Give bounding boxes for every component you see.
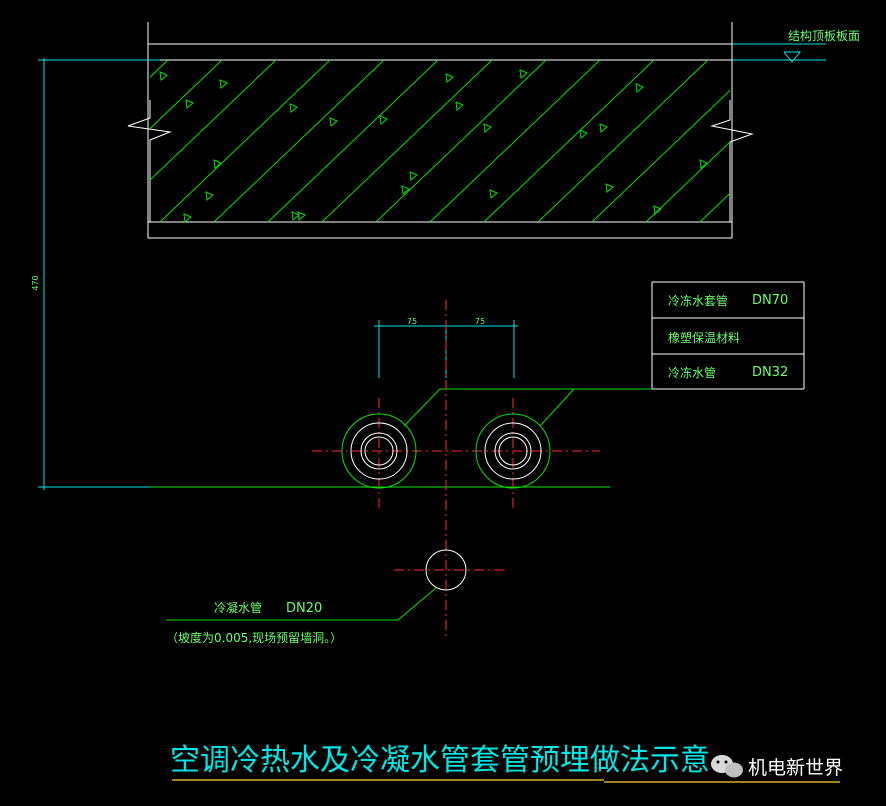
aggregate-mark <box>519 69 528 79</box>
hatch-line <box>429 60 601 222</box>
aggregate-mark <box>379 115 388 125</box>
drawing-title: 空调冷热水及冷凝水管套管预埋做法示意 <box>170 743 710 778</box>
hatch-line <box>267 60 439 222</box>
aggregate-mark <box>183 213 192 222</box>
aggregate-mark <box>159 71 168 81</box>
height-dimension-label: 470 <box>31 275 40 290</box>
aggregate-mark <box>289 103 298 113</box>
hatch-line <box>150 60 169 78</box>
aggregate-mark <box>653 205 662 215</box>
aggregate-mark <box>205 191 214 201</box>
aggregate-mark <box>329 117 338 127</box>
hatch-line <box>150 60 223 130</box>
aggregate-mark <box>297 211 306 221</box>
right-spacing-label: 75 <box>475 317 485 326</box>
drawing-title-block: 空调冷热水及冷凝水管套管预埋做法示意 <box>170 743 840 783</box>
aggregate-mark <box>445 73 454 83</box>
condensate-size: DN20 <box>286 601 322 616</box>
aggregate-mark <box>605 183 614 193</box>
hatch-line <box>321 60 493 222</box>
right-chilled-pipe <box>475 413 551 489</box>
aggregate-mark <box>185 99 194 109</box>
sleeve-size: DN70 <box>752 293 788 308</box>
aggregate-mark <box>219 79 228 89</box>
slab-hatch <box>0 60 730 222</box>
aggregate-mark <box>213 159 222 169</box>
pipe-leader-lines <box>403 388 652 427</box>
condensate-pipe: 冷凝水管 DN20 （坡度为0.005,现场预留墙洞。） <box>166 549 467 645</box>
aggregate-mark <box>409 171 418 181</box>
aggregate-mark <box>483 123 492 133</box>
hatch-line <box>483 60 655 222</box>
hatch-line <box>537 60 709 222</box>
aggregate-mark <box>579 129 588 139</box>
insulation-label: 橡塑保温材料 <box>668 330 740 345</box>
slab-top-label: 结构顶板板面 <box>788 28 860 43</box>
watermark-text: 机电新世界 <box>748 757 843 779</box>
pipe-centerlines <box>312 300 600 640</box>
hatch-line <box>0 60 60 222</box>
watermark: 机电新世界 <box>711 755 843 779</box>
left-spacing-label: 75 <box>407 317 417 326</box>
pipe-label-table: 冷冻水套管 DN70 橡塑保温材料 冷冻水管 DN32 <box>651 281 805 390</box>
chilled-pipe-size: DN32 <box>752 365 788 380</box>
hatch-line <box>645 141 730 222</box>
slab-aggregate <box>159 69 708 222</box>
hatch-line <box>699 192 730 222</box>
aggregate-mark <box>489 189 498 199</box>
hatch-line <box>213 60 385 222</box>
hatch-line <box>159 60 331 222</box>
concrete-slab <box>0 22 754 239</box>
slab-top-marker: 结构顶板板面 <box>732 28 860 63</box>
aggregate-mark <box>699 159 708 169</box>
hatch-line <box>150 60 277 181</box>
left-chilled-pipe <box>341 413 417 489</box>
sleeve-name: 冷冻水套管 <box>668 293 728 308</box>
hatch-line <box>591 89 730 222</box>
hatch-line <box>375 60 547 222</box>
height-dimension: 470 <box>31 58 160 490</box>
aggregate-mark <box>401 185 410 195</box>
aggregate-mark <box>291 211 300 221</box>
hatch-line <box>0 60 114 222</box>
aggregate-mark <box>635 83 644 93</box>
wechat-icon <box>711 755 743 778</box>
aggregate-mark <box>455 101 464 111</box>
chilled-pipe-name: 冷冻水管 <box>668 365 716 380</box>
condensate-name: 冷凝水管 <box>214 600 262 615</box>
aggregate-mark <box>599 123 608 133</box>
condensate-note: （坡度为0.005,现场预留墙洞。） <box>166 630 342 645</box>
